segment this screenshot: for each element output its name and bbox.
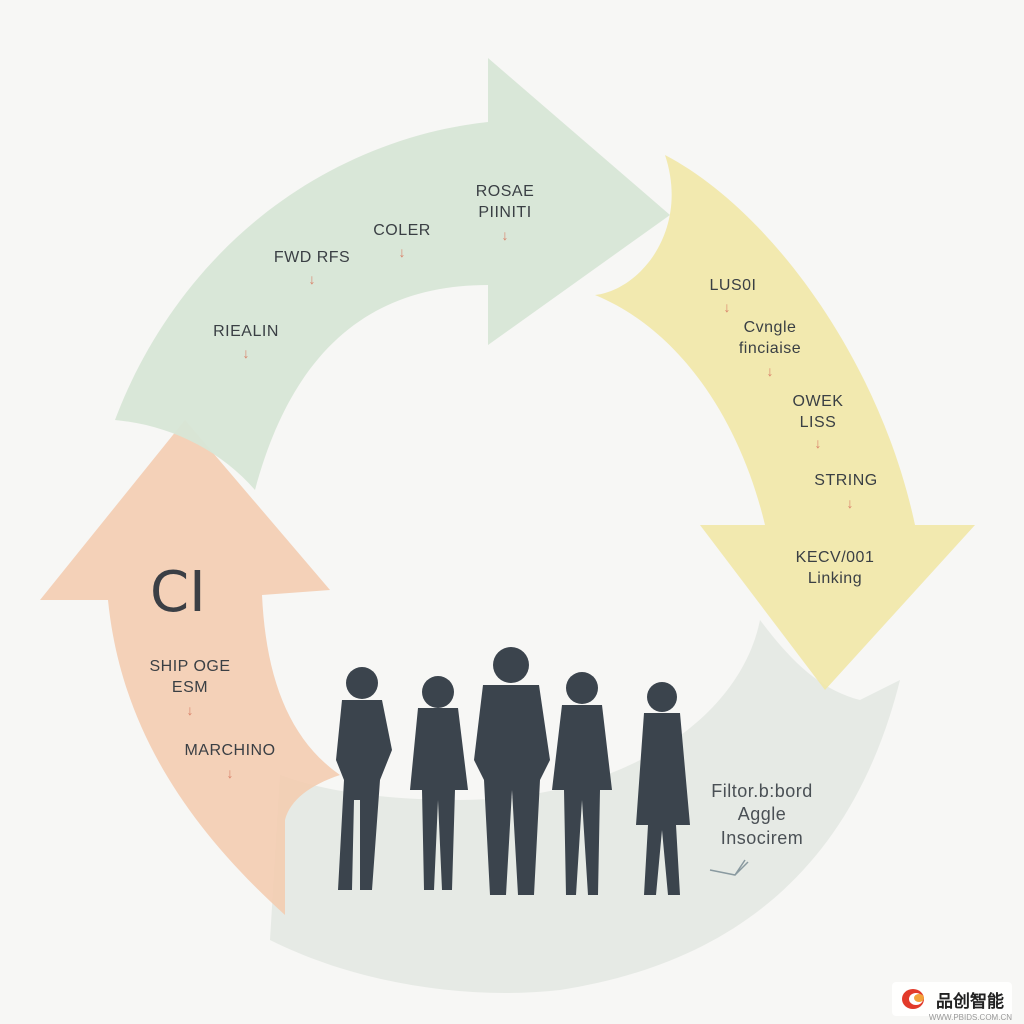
- down-arrow-icon: ↓: [226, 765, 234, 781]
- green-label-3: COLER: [373, 222, 431, 239]
- watermark-subtext: WWW.PBIDS.COM.CN: [928, 1013, 1012, 1022]
- green-label-4: ROSAE PIINITI: [475, 183, 535, 221]
- watermark: 品创智能: [892, 982, 1012, 1016]
- orange-label-1: SHIP OGE ESM: [149, 658, 231, 696]
- down-arrow-icon: ↓: [242, 345, 250, 361]
- orange-cycle-arrow: [40, 420, 340, 915]
- down-arrow-icon: ↓: [814, 435, 822, 451]
- yellow-cycle-arrow: [595, 155, 975, 690]
- green-cycle-arrow: [115, 58, 670, 490]
- return-arrow-icon: [709, 859, 749, 876]
- yellow-label-5: KECV/001 Linking: [795, 549, 875, 587]
- brand-logo-icon: [902, 989, 924, 1009]
- down-arrow-icon: ↓: [398, 244, 406, 260]
- yellow-label-2: Cvngle finciaise: [738, 319, 802, 357]
- yellow-label-1: LUS0I: [709, 277, 757, 294]
- down-arrow-icon: ↓: [501, 227, 509, 243]
- down-arrow-icon: ↓: [186, 702, 194, 718]
- down-arrow-icon: ↓: [766, 363, 774, 379]
- ci-abbreviation: CI: [150, 560, 206, 625]
- orange-label-2: MARCHINO: [184, 742, 276, 759]
- yellow-label-3: OWEK LISS: [792, 393, 844, 431]
- green-label-2: FWD RFS: [273, 249, 351, 266]
- people-group-silhouette-icon: [336, 647, 690, 895]
- down-arrow-icon: ↓: [723, 299, 731, 315]
- yellow-label-4: STRING: [814, 472, 878, 489]
- green-label-1: RIEALIN: [213, 323, 279, 340]
- down-arrow-icon: ↓: [846, 495, 854, 511]
- grey-label: Filtor.b:bord Aggle Insocirem: [711, 781, 813, 848]
- down-arrow-icon: ↓: [308, 271, 316, 287]
- watermark-text: 品创智能: [936, 991, 1004, 1012]
